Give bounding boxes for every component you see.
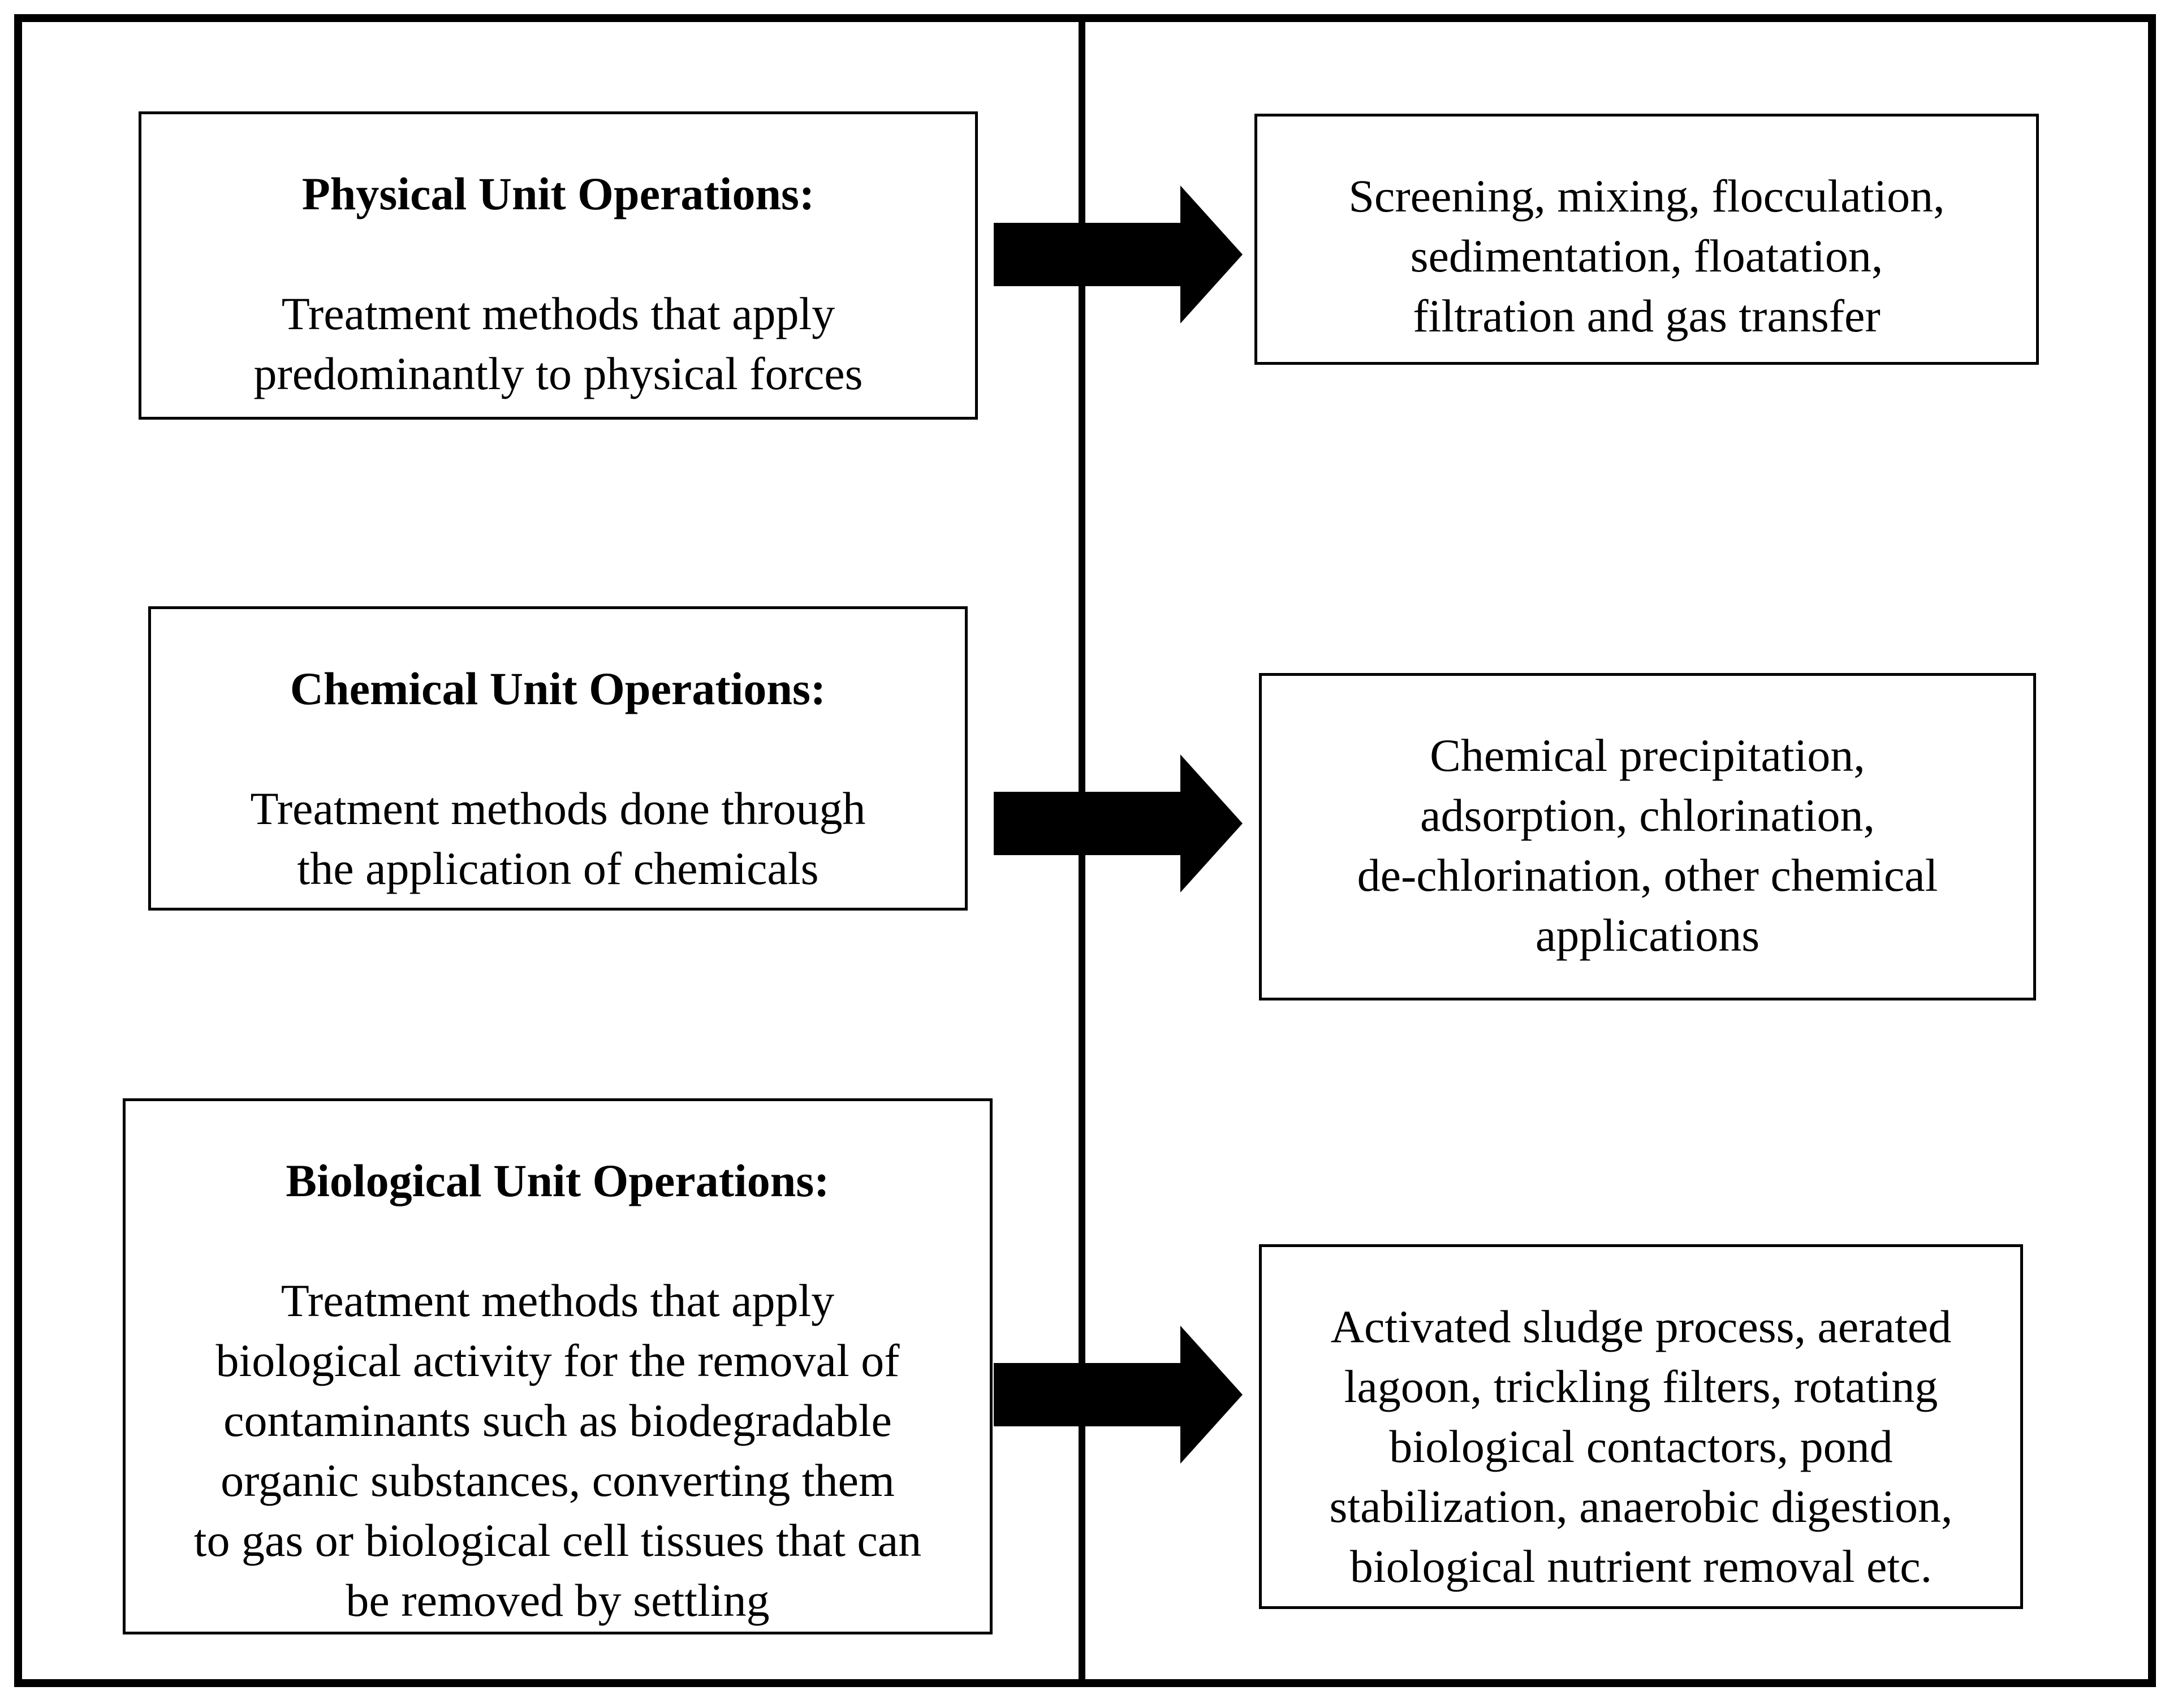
arrow-shape	[994, 754, 1243, 892]
box-description: Chemical precipitation, adsorption, chlo…	[1357, 730, 1938, 961]
box-title: Chemical Unit Operations:	[290, 663, 826, 714]
box-description: Treatment methods done through the appli…	[250, 783, 866, 894]
box-description: Activated sludge process, aerated lagoon…	[1329, 1301, 1953, 1592]
right-arrow-icon	[994, 754, 1243, 892]
physical-examples-box: Screening, mixing, flocculation, sedimen…	[1254, 114, 2039, 365]
right-arrow-icon	[994, 186, 1243, 324]
box-description: Treatment methods that apply predominant…	[253, 288, 863, 399]
right-arrow-icon	[994, 1326, 1243, 1464]
arrow-shape	[994, 186, 1243, 324]
outer-frame	[14, 14, 2156, 1687]
arrow-shape	[994, 1326, 1243, 1464]
physical-unit-operations-box: Physical Unit Operations: Treatment meth…	[139, 111, 978, 420]
biological-unit-operations-box: Biological Unit Operations: Treatment me…	[123, 1098, 993, 1634]
biological-examples-box: Activated sludge process, aerated lagoon…	[1259, 1244, 2023, 1609]
box-description: Treatment methods that apply biological …	[193, 1275, 922, 1626]
chemical-unit-operations-box: Chemical Unit Operations: Treatment meth…	[148, 606, 968, 911]
box-description: Screening, mixing, flocculation, sedimen…	[1348, 170, 1945, 342]
box-title: Biological Unit Operations:	[286, 1155, 830, 1206]
box-title: Physical Unit Operations:	[301, 168, 815, 219]
chemical-examples-box: Chemical precipitation, adsorption, chlo…	[1259, 673, 2036, 1000]
